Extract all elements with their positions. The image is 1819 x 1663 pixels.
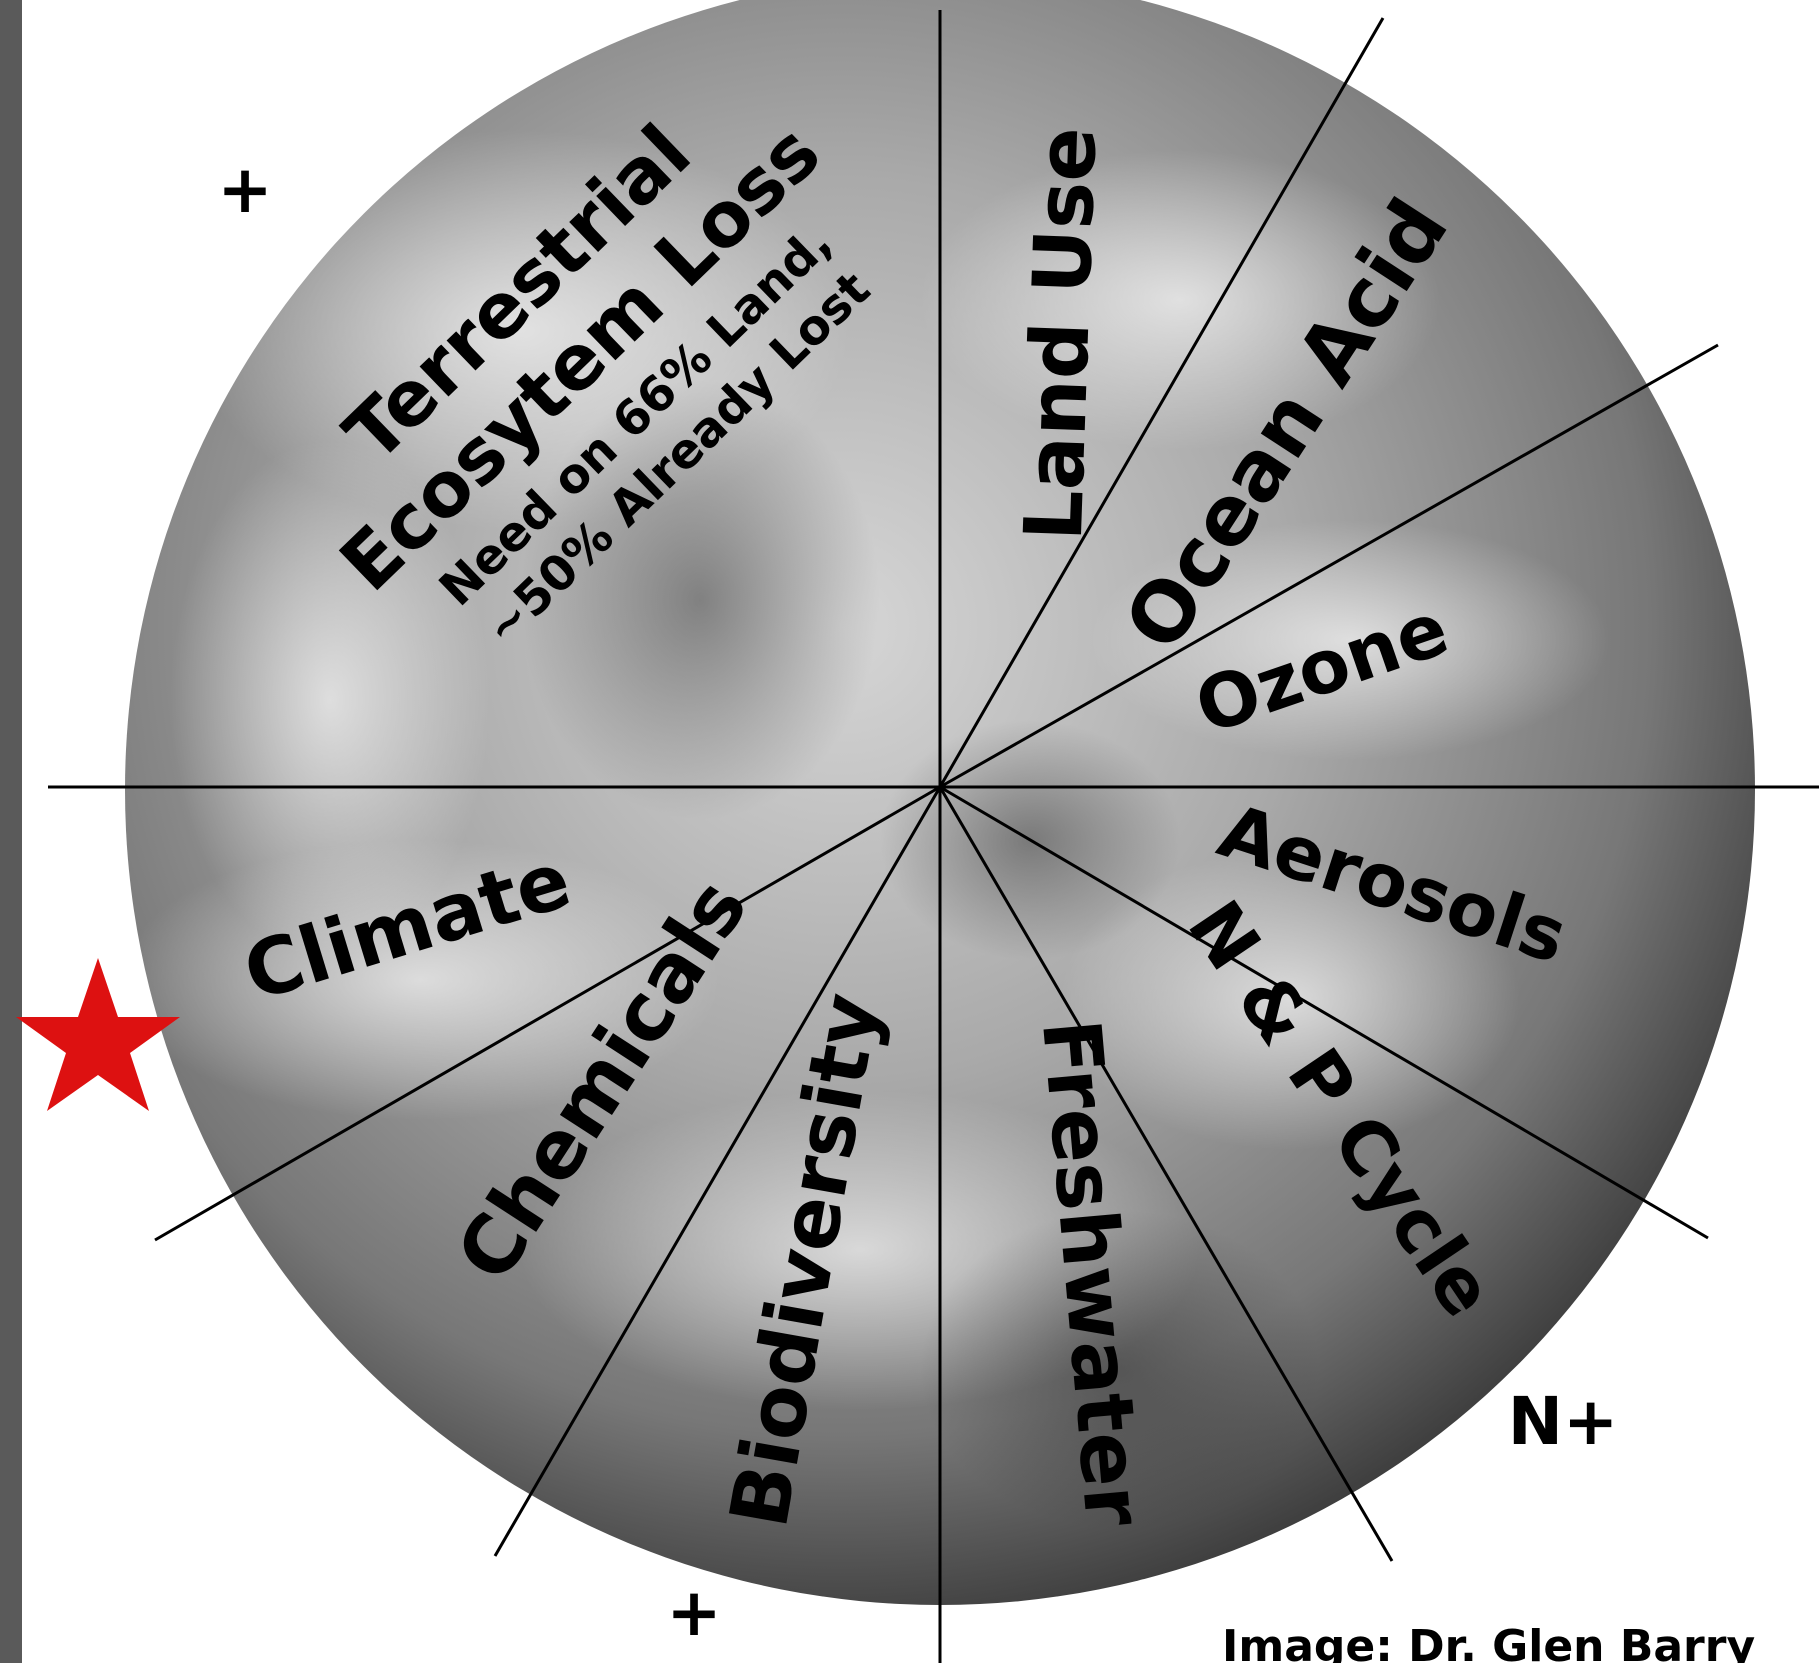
star-icon xyxy=(16,958,180,1111)
divider-ocean-ozone xyxy=(939,343,1719,789)
segment-divider-lines xyxy=(48,10,1819,1663)
label-land-use: Land Use xyxy=(1007,126,1114,543)
divider-biodiversity-chemicals xyxy=(493,786,942,1557)
divider-chemicals-climate xyxy=(154,785,941,1242)
divider-aerosols-np xyxy=(939,785,1709,1240)
earth-globe-icon xyxy=(125,0,1755,1605)
left-edge-bar xyxy=(0,0,22,1663)
n-plus-marker: N+ xyxy=(1508,1383,1619,1460)
image-credit: Image: Dr. Glen Barry xyxy=(1222,1621,1756,1663)
plus-marker-top-left: + xyxy=(217,151,272,228)
plus-marker-bottom: + xyxy=(666,1574,721,1651)
divider-np-freshwater xyxy=(938,786,1394,1562)
divider-land-ocean xyxy=(938,17,1385,788)
